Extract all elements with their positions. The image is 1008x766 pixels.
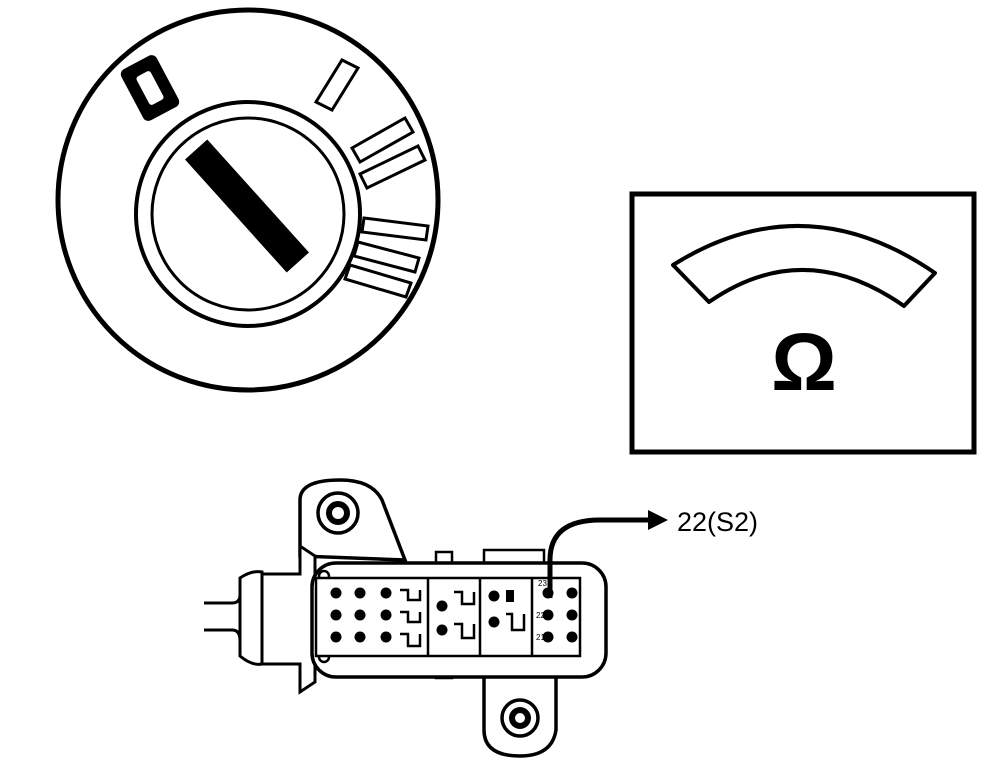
pin-label-21: 21 — [536, 633, 545, 642]
position-mark-II — [349, 115, 428, 190]
position-mark-III — [343, 216, 430, 299]
connector-cable — [204, 570, 264, 666]
callout-leader-line — [547, 517, 648, 598]
pin-callout: 22(S2) — [547, 507, 758, 598]
position-mark-I — [313, 58, 361, 112]
ignition-connector: 23 22 21 — [204, 478, 608, 758]
callout-arrowhead — [648, 510, 668, 530]
key-slot — [184, 139, 310, 273]
pin-label-22: 22 — [536, 611, 545, 620]
right-pin-block — [542, 587, 578, 643]
left-block-latches — [400, 588, 422, 648]
ohmmeter: Ω — [629, 191, 977, 455]
lower-mounting-ear — [482, 673, 558, 758]
ignition-switch — [55, 7, 441, 393]
ohmmeter-scale-arc — [671, 224, 937, 308]
pin-label-23: 23 — [538, 579, 547, 588]
middle-pin-block — [436, 590, 476, 640]
third-pin-block — [488, 590, 526, 632]
connector-collar — [260, 543, 317, 695]
ohm-symbol: Ω — [771, 317, 837, 408]
callout-label: 22(S2) — [677, 507, 758, 537]
left-pin-block — [330, 587, 392, 643]
upper-mounting-ear — [298, 478, 408, 562]
position-mark-0 — [120, 55, 180, 121]
